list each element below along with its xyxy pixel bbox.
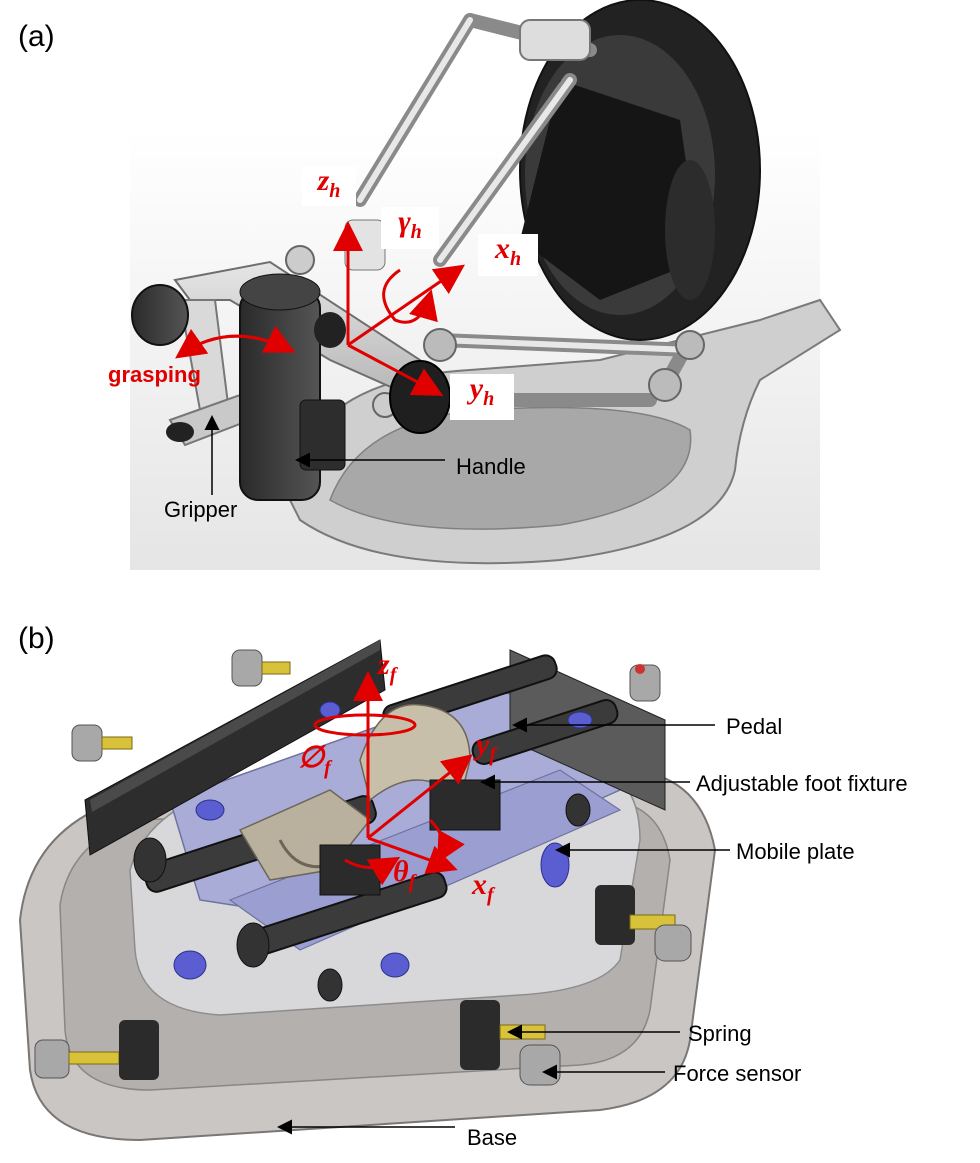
axis-label-theta-f: θf [393,855,416,893]
axis-label-z-h: zh [302,166,356,206]
callout-adjustable-foot-fixture: Adjustable foot fixture [696,771,908,796]
callout-handle: Handle [456,454,526,479]
panel-a-letter: (a) [18,20,55,53]
axis-z-h-base: z [317,164,330,197]
axis-x-h-sub: h [509,248,522,270]
callout-gripper: Gripper [164,497,238,522]
axis-x-f-base: x [472,868,487,901]
callout-spring: Spring [688,1021,752,1046]
axis-label-x-f: xf [472,868,494,906]
axis-z-f-sub: f [389,664,397,686]
axis-y-f-sub: f [489,744,496,766]
axis-phi-f-sub: f [324,757,331,779]
axis-label-y-f: yf [476,728,496,766]
axis-theta-f-sub: f [408,871,416,893]
hand-haptic-device-drawing [130,0,842,570]
axis-label-gamma-h: γh [381,207,439,249]
axis-label-x-h: xh [478,234,538,276]
callout-mobile-plate: Mobile plate [736,839,855,864]
axis-x-f-sub: f [487,884,494,906]
callout-force-sensor: Force sensor [673,1061,802,1086]
axis-phi-f-base: ∅ [298,741,325,774]
panel-b-letter: (b) [18,622,55,655]
callout-base: Base [467,1125,518,1150]
axis-x-h-base: x [494,232,510,265]
axis-z-f-base: z [378,648,390,681]
axis-y-h-sub: h [483,388,495,410]
axis-z-h-sub: h [329,180,341,202]
foot-platform-drawing [18,639,730,1142]
axis-theta-f-base: θ [393,855,409,888]
axis-y-h-base: y [469,372,484,405]
axis-gamma-h-base: γ [398,205,411,238]
axis-y-f-base: y [476,728,490,761]
axis-gamma-h-sub: h [410,221,422,243]
axis-label-y-h: yh [450,374,514,420]
axis-label-z-f: zf [378,648,397,686]
axis-label-phi-f: ∅f [298,741,331,779]
callout-pedal: Pedal [726,714,783,739]
grasping-motion-label: grasping [108,362,201,387]
